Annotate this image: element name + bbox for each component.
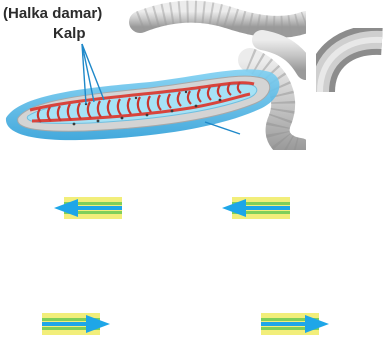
earthworm-drawing	[0, 0, 306, 150]
arrow-left-icon	[52, 195, 124, 221]
ring-vessel-label: (Halka damar)	[3, 6, 102, 21]
arrow-right-icon	[40, 311, 112, 337]
worm-thumbnail-drawing	[316, 28, 383, 98]
worm-thumbnail	[316, 28, 383, 98]
heart-label: Kalp	[53, 26, 86, 41]
earthworm-circulatory-illustration: (Halka damar) Kalp	[0, 0, 306, 150]
arrow-left-icon	[220, 195, 292, 221]
worm-coil-upper	[140, 12, 306, 27]
arrow-right-icon	[259, 311, 331, 337]
